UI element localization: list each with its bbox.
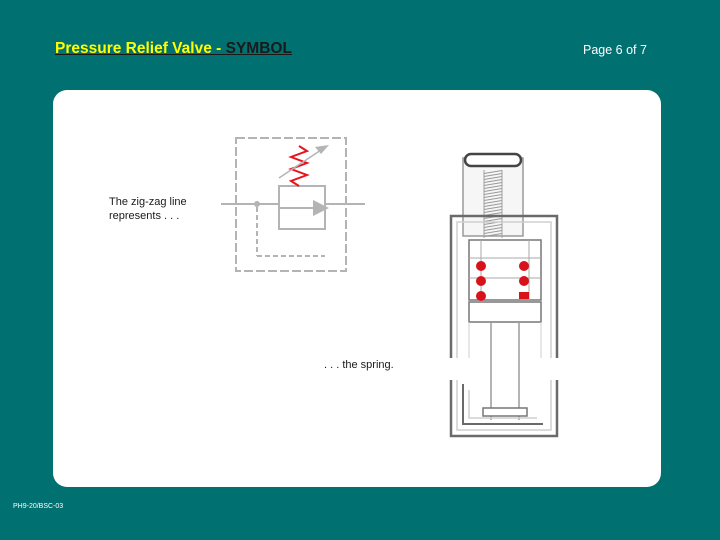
spring-zigzag	[288, 145, 310, 187]
valve-body-outline	[449, 214, 559, 358]
spring-coil-dot	[519, 261, 529, 271]
thread-line	[483, 194, 503, 198]
spring-caption: . . . the spring.	[324, 359, 394, 371]
adjusting-knob	[463, 152, 523, 168]
spring-coil-dot	[476, 291, 486, 301]
thread-line	[483, 185, 503, 189]
inlet-passage	[462, 384, 543, 425]
thread-line	[483, 173, 503, 177]
thread-line	[483, 188, 503, 192]
page-indicator: Page 6 of 7	[583, 43, 647, 57]
thread-line	[483, 203, 503, 207]
valve-body-inner	[456, 221, 552, 358]
thread-line	[483, 206, 503, 210]
thread-line	[483, 182, 503, 186]
symbol-caption: The zig-zag line represents . . .	[109, 196, 187, 222]
spring-coil-dot	[476, 276, 486, 286]
relief-valve-symbol	[221, 137, 365, 272]
content-panel: The zig-zag line represents . . . . . . …	[53, 90, 661, 487]
thread-line	[483, 200, 503, 204]
thread-line	[483, 209, 503, 213]
thread-line	[483, 170, 503, 174]
adjustable-arrow-icon	[315, 145, 329, 154]
title-main: Pressure Relief Valve -	[55, 40, 226, 57]
spring-housing	[462, 157, 524, 237]
thread-line	[483, 230, 503, 234]
spring-coil-dot	[476, 261, 486, 271]
flow-arrow-icon	[313, 200, 329, 216]
adjustable-arrow-line	[278, 149, 322, 179]
spring-coil-dot	[519, 276, 529, 286]
valve-diagram	[221, 137, 559, 438]
thread-line	[483, 176, 503, 180]
slide-title: Pressure Relief Valve - SYMBOL	[55, 40, 292, 58]
footer-code: PH9-20/BSC-03	[13, 503, 64, 510]
thread-line	[483, 218, 503, 222]
title-sub: SYMBOL	[225, 40, 292, 57]
piston	[468, 301, 542, 323]
seat-body-outline	[449, 380, 559, 438]
thread-line	[483, 233, 503, 237]
thread-line	[483, 227, 503, 231]
adjusting-screw-thread	[483, 170, 503, 237]
thread-line	[483, 179, 503, 183]
thread-line	[483, 224, 503, 228]
thread-line	[483, 191, 503, 195]
seat-body-inner	[456, 380, 552, 431]
spring-coil-dot	[519, 292, 529, 299]
poppet-seat	[482, 407, 528, 417]
thread-line	[483, 197, 503, 201]
valve-cutaway	[449, 152, 559, 438]
passage-inner	[468, 390, 537, 419]
